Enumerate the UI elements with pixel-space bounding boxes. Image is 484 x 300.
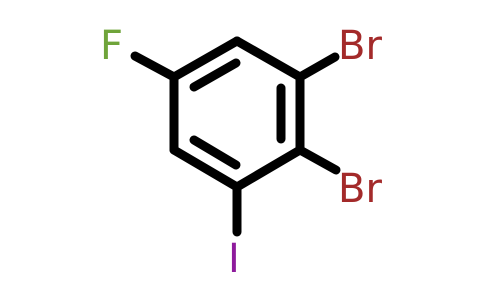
bond-c3-c4 (232, 145, 305, 192)
bond-c1-c2 (232, 36, 305, 82)
double-bond-c4-c5 (189, 135, 241, 170)
bond-c6-fluorine (130, 51, 179, 82)
bond-c4-c5 (169, 145, 242, 192)
bromine-bottom-label: Br (338, 166, 382, 212)
bromine-top-label: Br (338, 23, 382, 69)
bond-c3-bromine (295, 145, 341, 175)
bond-c2-bromine (295, 52, 340, 82)
iodine-label: I (228, 236, 240, 282)
ring-bonds (169, 36, 305, 192)
substituent-bonds (130, 51, 341, 237)
fluorine-label: F (100, 23, 123, 69)
double-bond-c1-c6 (189, 58, 241, 92)
bond-c6-c1 (169, 36, 242, 82)
inner-double-bonds (189, 58, 286, 170)
